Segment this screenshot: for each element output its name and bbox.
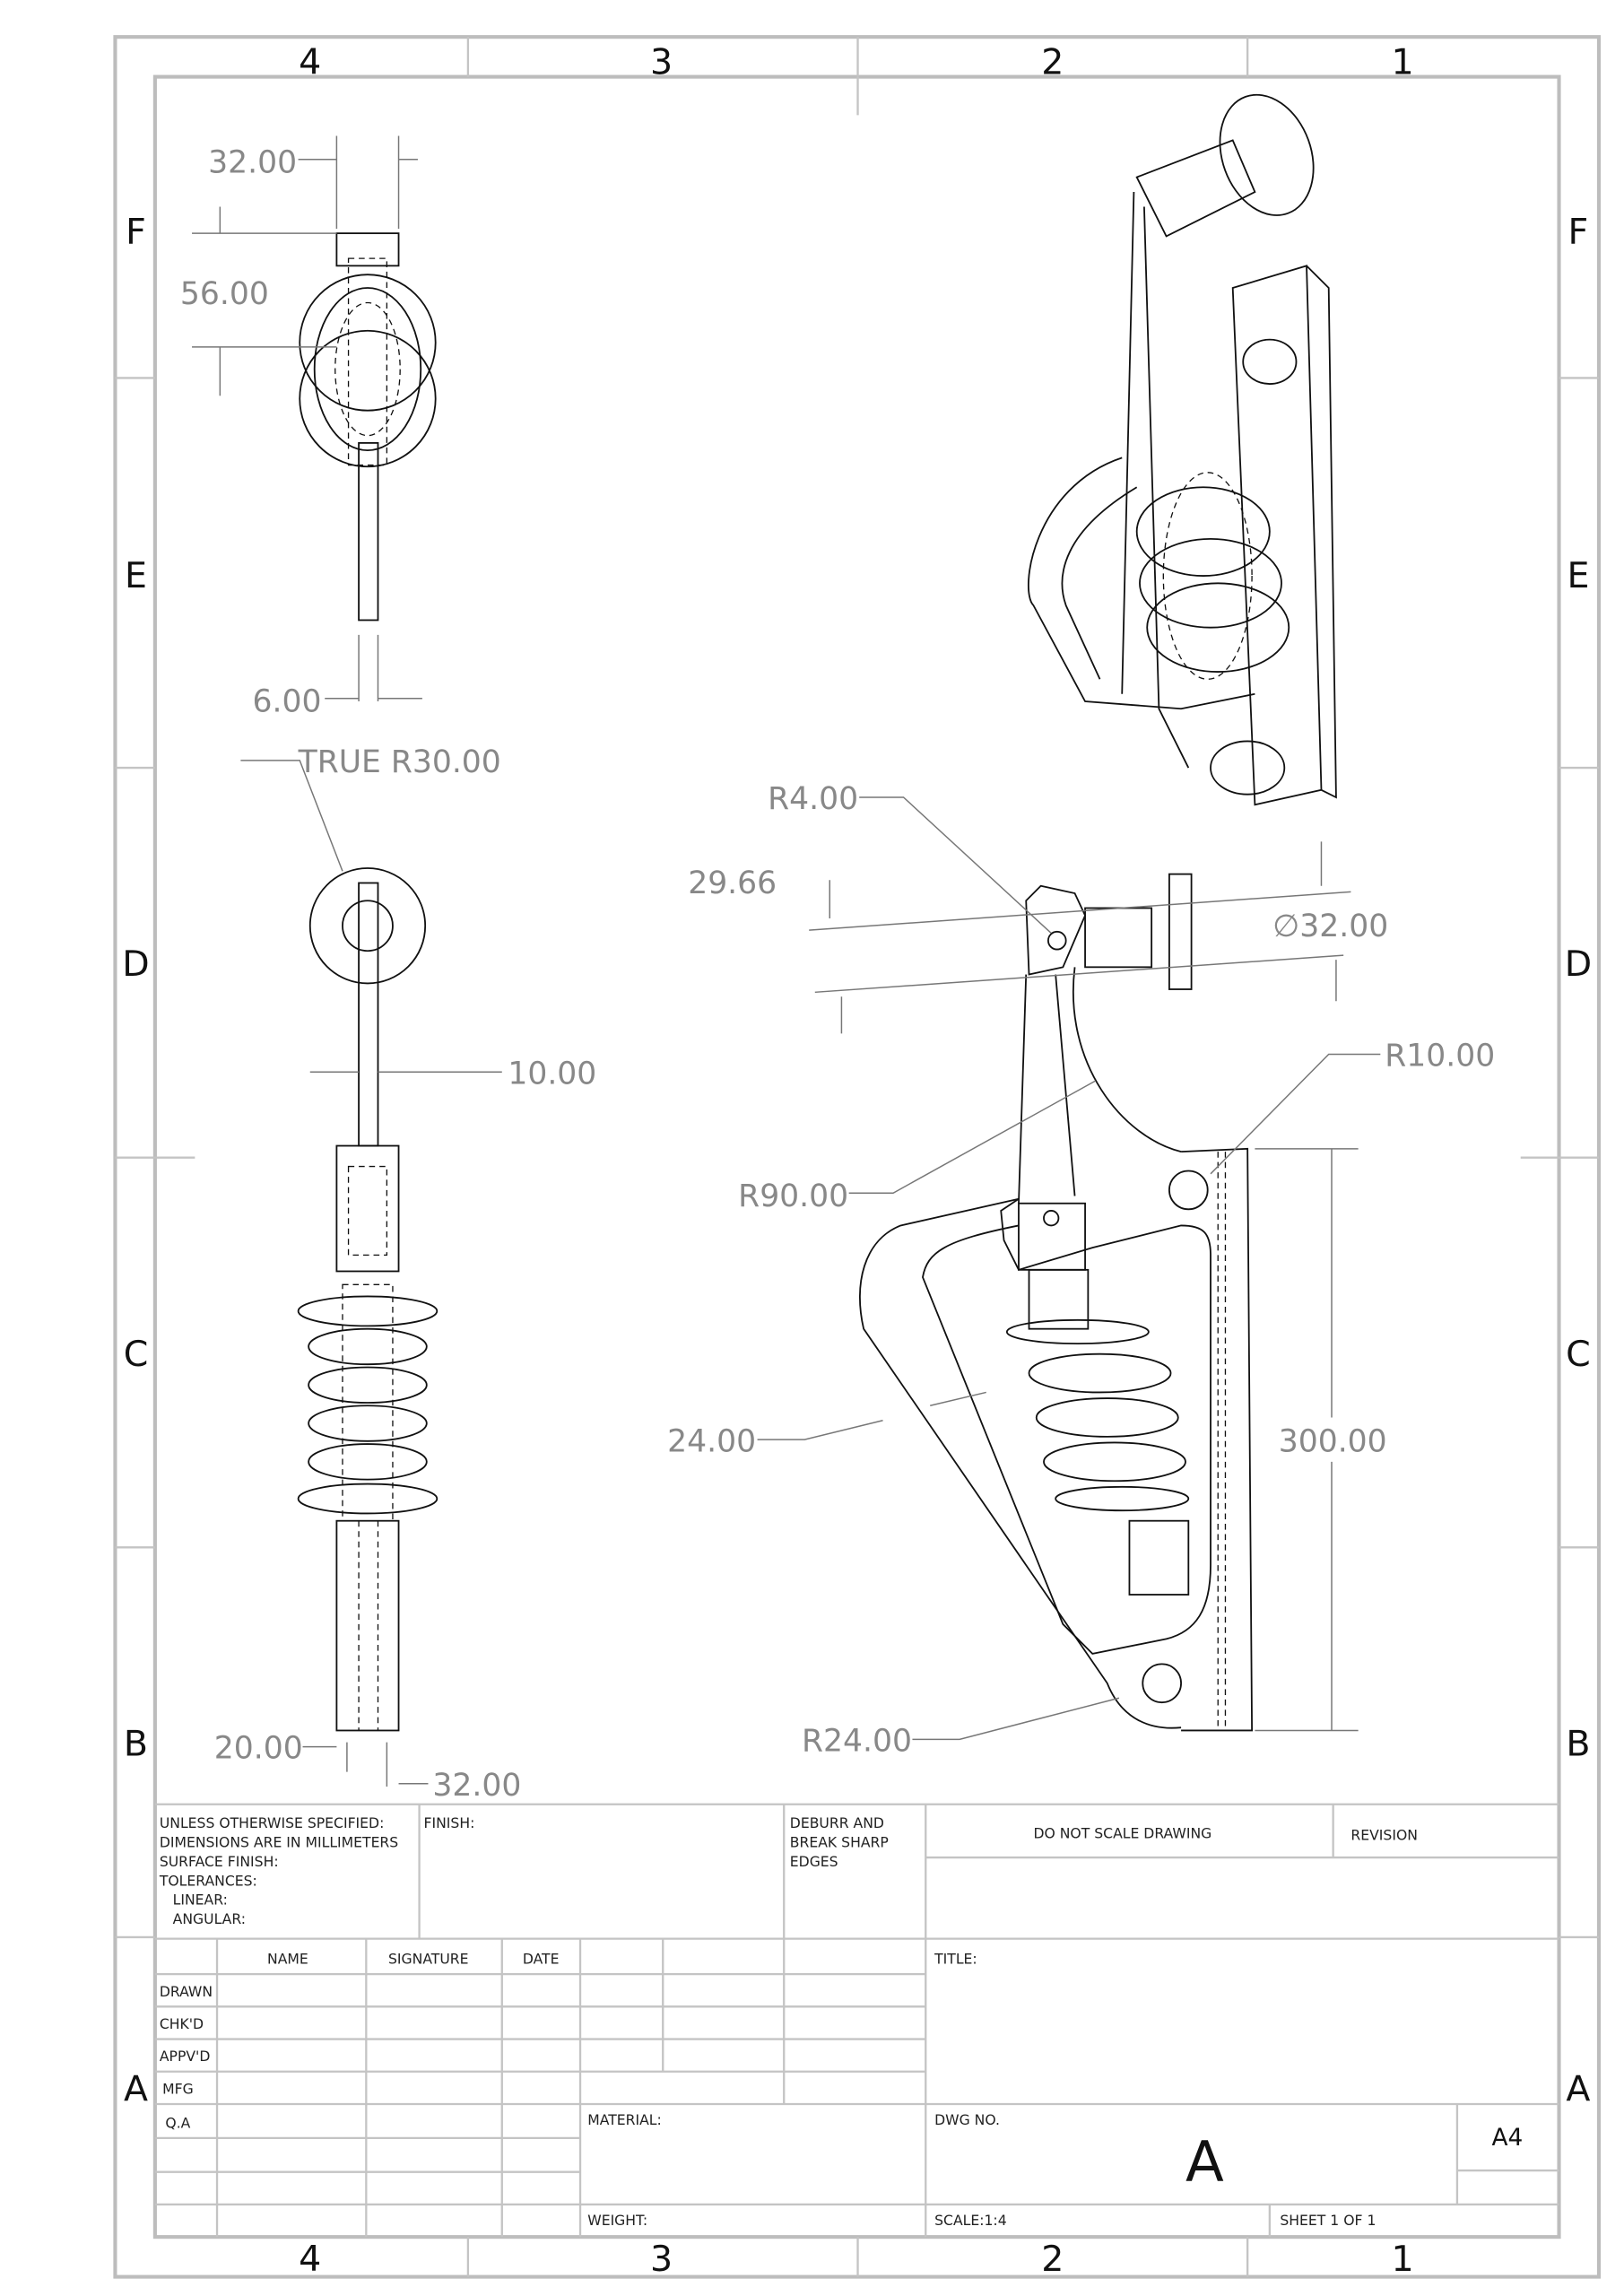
zone-col-2: 2	[1041, 41, 1064, 83]
outer-border	[113, 35, 1602, 2279]
header-date: DATE	[523, 1951, 560, 1968]
dim-24: 24.00	[667, 1423, 756, 1459]
dim-r4: R4.00	[768, 781, 858, 817]
role-approved: APPV'D	[160, 2048, 211, 2065]
zone-row-e-right: E	[1567, 555, 1589, 596]
zone-row-c: C	[124, 1334, 149, 1375]
dim-r90: R90.00	[738, 1178, 848, 1214]
revision-label: REVISION	[1350, 1826, 1418, 1843]
zone-col-3-bottom: 3	[650, 2239, 673, 2280]
scale-label: SCALE:1:4	[934, 2212, 1007, 2229]
note-angular: ANGULAR:	[173, 1910, 246, 1927]
dim-dia-32: ∅32.00	[1272, 909, 1388, 944]
zone-row-d-right: D	[1565, 944, 1592, 985]
role-checked: CHK'D	[160, 2015, 204, 2032]
dim-29-66: 29.66	[688, 865, 777, 901]
title-block	[154, 1803, 1559, 2238]
note-linear: LINEAR:	[173, 1892, 228, 1909]
weight-label: WEIGHT:	[587, 2212, 647, 2229]
zone-row-a-right: A	[1566, 2069, 1590, 2110]
zone-col-4: 4	[299, 41, 321, 83]
dim-front-bottom-b: 32.00	[432, 1768, 521, 1804]
do-not-scale-label: DO NOT SCALE DRAWING	[1033, 1825, 1211, 1842]
zone-col-3: 3	[650, 41, 673, 83]
deburr-line-1: DEBURR AND	[790, 1814, 884, 1831]
title-label: TITLE:	[934, 1951, 977, 1968]
zone-row-b: B	[124, 1723, 148, 1764]
zone-col-4-bottom: 4	[299, 2239, 321, 2280]
zone-row-a: A	[124, 2069, 148, 2110]
header-signature: SIGNATURE	[388, 1951, 469, 1968]
zone-row-e: E	[125, 555, 147, 596]
role-mfg: MFG	[162, 2080, 194, 2097]
header-name: NAME	[267, 1951, 308, 1968]
dim-true-r30: TRUE R30.00	[298, 744, 501, 780]
sheet-size: A4	[1492, 2125, 1524, 2152]
side-view	[757, 796, 1381, 1741]
top-view	[192, 135, 437, 701]
zone-col-2-bottom: 2	[1041, 2239, 1064, 2280]
zone-row-b-right: B	[1566, 1723, 1590, 1764]
isometric-view	[1028, 93, 1337, 806]
front-view	[240, 760, 502, 1787]
zone-row-c-right: C	[1566, 1334, 1591, 1375]
dim-top-plate: 6.00	[253, 684, 322, 720]
note-tolerances: TOLERANCES:	[159, 1872, 257, 1889]
note-unless: UNLESS OTHERWISE SPECIFIED:	[160, 1814, 385, 1831]
dwg-no-value: A	[1185, 2129, 1224, 2195]
role-drawn: DRAWN	[160, 1983, 213, 2000]
zone-col-1: 1	[1391, 41, 1413, 83]
zone-labels: 4 3 2 1 4 3 2 1 F E D C B A F E D C B A	[122, 41, 1592, 2280]
dim-300: 300.00	[1279, 1423, 1387, 1459]
zone-row-f: F	[126, 212, 146, 253]
note-surface-finish: SURFACE FINISH:	[160, 1853, 279, 1870]
zone-ticks	[115, 37, 1599, 2277]
dim-top-height: 56.00	[180, 276, 269, 312]
zone-row-f-right: F	[1568, 212, 1589, 253]
dim-r10: R10.00	[1385, 1039, 1495, 1074]
sheet-label: SHEET 1 OF 1	[1280, 2212, 1376, 2229]
dim-top-width: 32.00	[208, 145, 297, 181]
deburr-line-3: EDGES	[790, 1853, 838, 1870]
inner-border	[152, 74, 1561, 2239]
finish-label: FINISH:	[424, 1814, 475, 1831]
zone-row-d: D	[122, 944, 149, 985]
dim-front-bottom-a: 20.00	[214, 1731, 303, 1767]
deburr-line-2: BREAK SHARP	[790, 1834, 889, 1851]
note-dimensions: DIMENSIONS ARE IN MILLIMETERS	[160, 1834, 398, 1851]
dim-front-rod: 10.00	[508, 1056, 596, 1091]
dwg-no-label: DWG NO.	[934, 2111, 1000, 2128]
dim-r24: R24.00	[802, 1724, 912, 1760]
role-qa: Q.A	[165, 2114, 190, 2131]
zone-col-1-bottom: 1	[1391, 2239, 1413, 2280]
material-label: MATERIAL:	[587, 2111, 662, 2128]
title-block-text: UNLESS OTHERWISE SPECIFIED: DIMENSIONS A…	[159, 1814, 1523, 2229]
